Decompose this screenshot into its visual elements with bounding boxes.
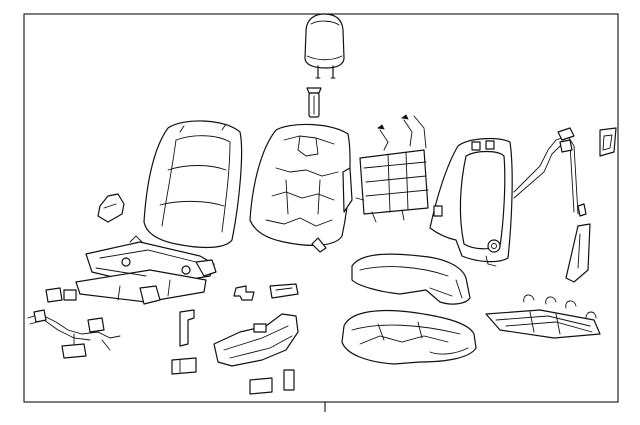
cushion-pad-icon [341,309,477,365]
cushion-cover-icon [351,253,471,305]
seatback-spring-mat-icon [355,114,429,223]
side-bolster-trim-icon [565,223,591,283]
headrest-guide-icon [306,87,322,118]
seatback-wire-frame-icon [513,127,587,217]
side-shield-icon [213,313,299,367]
seatback-cover-icon [143,120,243,249]
seatback-pad-icon [249,123,351,253]
cushion-spring-mat-icon [485,294,601,339]
seat-track-adjuster-icon [75,235,217,305]
switch-icon [171,357,295,395]
side-bolster-trim-icon [342,167,353,213]
headrest-icon [304,13,345,79]
recliner-cover-icon [97,193,125,223]
small-clip-icon [179,309,195,347]
small-clip-icon [599,127,617,157]
small-clip-icon [233,283,299,301]
wiring-harness-icon [27,287,121,359]
seatback-frame-icon [429,137,513,267]
